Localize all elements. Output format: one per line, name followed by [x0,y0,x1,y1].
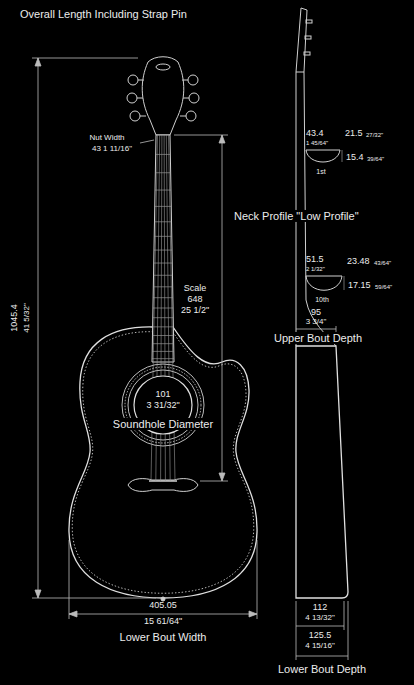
dimension-value: 4 15/16" [305,642,335,651]
logo [156,64,170,70]
fret [155,172,170,173]
dimension-value: 27/32" [366,132,383,139]
side-tuner-posts [304,20,312,55]
fret [154,236,172,237]
side-headstock [296,8,307,72]
dimension-value: 39/64" [367,156,384,163]
fret [153,326,174,327]
title-note: Overall Length Including Strap Pin [20,8,187,20]
dimension-value: 43/64" [374,260,391,267]
fret [153,317,173,318]
neck-profile-1st [306,150,342,162]
side-body [296,346,348,598]
dimension-value: 112 [313,603,327,613]
dimension-value: 101 [155,389,170,400]
dimension-value: 15.4 [346,153,364,163]
lower-bout-width-dimension [69,540,257,619]
dimension-value: 23.48 [347,257,370,267]
fret [153,297,173,298]
section-title: Neck Profile "Low Profile" [232,210,361,222]
dimension-name: Nut Width [89,134,124,143]
dimension-value: 17.15 [348,281,371,291]
dimension-value: 43.4 [306,129,324,139]
fret [154,250,172,251]
dimension-name: Upper Bout Depth [272,332,364,344]
dimension-value: 59/64" [375,284,392,291]
overall-length-dimension [32,58,156,598]
dimension-value: 25 1/2" [181,306,209,316]
fret [153,308,173,309]
dimension-name: Scale [184,284,207,294]
dimension-value: 3 3/4" [306,318,327,327]
dimension-name: Lower Bout Depth [278,663,366,675]
fret [155,206,172,207]
dimension-value: 95 [311,308,321,318]
dimension-name: Soundhole Diameter [111,418,215,430]
dimension-value: 15 61/64" [144,617,182,627]
fret [152,335,173,336]
dimension-value: 405.05 [149,601,177,611]
fret [154,275,173,276]
fret-position: 1st [316,168,325,176]
nut-width-leader [140,140,154,143]
dimension-value: 648 [187,295,202,305]
fret [154,263,173,264]
fret [154,221,171,222]
rosette [125,367,201,443]
dimension-value: 1 45/64" [306,140,328,147]
fret-position: 10th [315,296,329,304]
fret [152,343,173,344]
body-binding [72,332,253,594]
dimension-value: 125.5 [309,631,332,641]
dimension-value: 41 5/32" [23,303,32,333]
dimension-value: 51.5 [306,255,324,265]
fret [152,351,174,352]
fret [155,190,171,191]
lower-bout-depth-dimension [296,601,348,660]
dimension-value: 43 1 11/16" [92,145,132,154]
dimension-value: 4 13/32" [305,614,335,623]
fret [156,154,171,155]
fret [153,286,172,287]
tuners [127,75,199,121]
neck-profile-10th [306,276,344,290]
dimension-name: Lower Bout Width [120,631,207,643]
rosette [122,364,204,446]
guitar-body [69,327,257,598]
saddle [149,480,177,482]
fret [152,358,174,359]
headstock [142,57,184,135]
bridge [128,479,198,492]
dimension-value: 21.5 [345,129,363,139]
dimension-value: 1045.4 [10,304,20,332]
dimension-value: 2 1/32" [306,266,325,273]
dimension-value: 3 31/32" [146,400,179,411]
